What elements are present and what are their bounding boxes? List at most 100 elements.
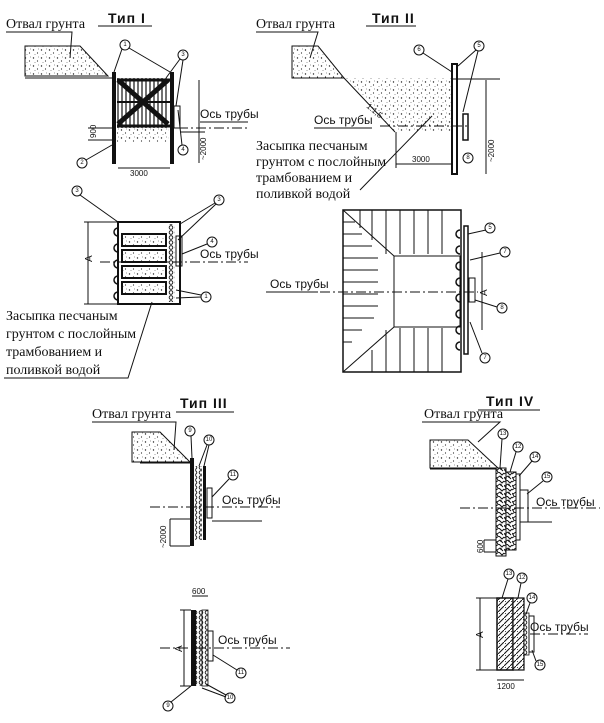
leader-line: [422, 421, 502, 443]
marker-4: 4: [177, 144, 189, 156]
pile-column: [113, 227, 119, 301]
marker-10: 10: [203, 434, 215, 446]
marker-2: 2: [76, 157, 88, 169]
svg-text:11: 11: [238, 670, 245, 676]
backfill-note-line: поливкой водой: [6, 363, 101, 378]
svg-text:10: 10: [206, 437, 213, 443]
fill-layer-12: [505, 471, 517, 551]
dim-width: 1200: [497, 682, 515, 691]
pipe-plate: [468, 277, 476, 303]
axis-label: Ось трубы: [314, 113, 373, 127]
type4-title: Тип IV: [486, 393, 534, 409]
dim-width: 3000: [412, 155, 430, 164]
dim-a: A: [174, 645, 185, 652]
marker-6: 6: [413, 44, 425, 56]
backfill-note-line: Засыпка песчаным: [256, 139, 368, 154]
marker-12: 12: [516, 572, 528, 584]
svg-text:11: 11: [230, 472, 237, 478]
pipe-plate: [207, 630, 214, 662]
type3-elevation: Тип III Отвал грунта Ось трубы ~2000 9 1…: [92, 395, 281, 548]
sheet-pile: [191, 610, 196, 686]
spoil-heap: [291, 45, 346, 79]
svg-text:9: 9: [166, 703, 170, 709]
pile-row: [523, 612, 530, 656]
backfill-note-line: трамбованием и: [256, 171, 353, 186]
marker-3: 3: [177, 49, 189, 61]
sheet-wall: [463, 225, 469, 355]
marker-9: 9: [162, 700, 174, 712]
sheet-pile: [190, 458, 194, 546]
marker-11: 11: [235, 667, 247, 679]
type1-plan: Ось трубы A 3 3 4 1 Засыпка песчаным гру…: [4, 185, 259, 379]
marker-8: 8: [496, 302, 508, 314]
marker-8: 8: [462, 152, 474, 164]
axis-label: Ось трубы: [222, 493, 281, 507]
type2-elevation: Тип II Отвал грунта 1:1,5 Ось трубы 3000…: [256, 10, 500, 202]
type3-title: Тип III: [180, 395, 228, 411]
dim-a: A: [475, 631, 486, 638]
svg-text:13: 13: [500, 431, 507, 437]
svg-text:12: 12: [515, 444, 522, 450]
marker-5: 5: [484, 222, 496, 234]
marker-4: 4: [206, 236, 218, 248]
dim-depth: 900: [89, 124, 98, 138]
type2-title: Тип II: [372, 10, 415, 26]
svg-text:12: 12: [519, 575, 526, 581]
marker-1: 1: [200, 291, 212, 303]
pipe-plate: [173, 105, 181, 129]
svg-text:7: 7: [503, 249, 507, 255]
note-leader: [359, 115, 433, 191]
svg-text:3: 3: [217, 197, 221, 203]
spoil-heap: [24, 45, 110, 77]
marker-15: 15: [534, 659, 546, 671]
marker-5: 5: [473, 40, 485, 52]
layer-14: [515, 473, 521, 541]
marker-1: 1: [119, 39, 131, 51]
marker-14: 14: [529, 451, 541, 463]
svg-text:15: 15: [537, 662, 544, 668]
backfill-zone: [344, 78, 452, 132]
svg-text:13: 13: [506, 571, 513, 577]
note-leader: [4, 301, 153, 379]
svg-text:14: 14: [532, 454, 539, 460]
sand-bed: [117, 128, 169, 142]
axis-label: Ось трубы: [200, 247, 259, 261]
svg-text:7: 7: [483, 355, 487, 361]
leader-line: [92, 421, 177, 451]
svg-text:6: 6: [417, 47, 421, 53]
wall-plate: [203, 466, 206, 540]
svg-text:1: 1: [204, 294, 208, 300]
svg-text:4: 4: [210, 239, 214, 245]
backfill-note-line: грунтом с послойным: [6, 327, 136, 342]
svg-text:2: 2: [80, 160, 84, 166]
type2-plan: Ось трубы A 5 7 8 7: [266, 209, 511, 373]
pile-row: [195, 466, 202, 540]
marker-9: 9: [184, 425, 196, 437]
marker-3: 3: [71, 185, 83, 197]
spoil-label: Отвал грунта: [256, 17, 336, 32]
backfill-note-line: поливкой водой: [256, 187, 351, 202]
marker-15: 15: [541, 471, 553, 483]
dim-depth: 600: [476, 539, 485, 553]
dim-width: 600: [192, 587, 206, 596]
spoil-label: Отвал грунта: [92, 407, 172, 422]
axis-label: Ось трубы: [530, 620, 589, 634]
svg-text:10: 10: [227, 695, 234, 701]
sheet-pile: [451, 63, 458, 175]
marker-3b: 3: [213, 194, 225, 206]
marker-13: 13: [503, 568, 515, 580]
backfill-note-line: Засыпка песчаным: [6, 309, 118, 324]
svg-text:5: 5: [477, 43, 481, 49]
dim-height: ~2000: [199, 137, 208, 160]
pipe-plate: [462, 113, 469, 141]
spoil-label: Отвал грунта: [6, 17, 86, 32]
marker-12: 12: [512, 441, 524, 453]
pile-row: [455, 229, 461, 351]
dim-height: ~2000: [159, 525, 168, 548]
spoil-heap: [131, 431, 192, 463]
spoil-heap: [429, 439, 500, 469]
type3-plan: 600 Ось трубы A 11 9 10: [160, 587, 290, 712]
marker-10: 10: [224, 692, 236, 704]
backfill-note-line: трамбованием и: [6, 345, 103, 360]
pipe-plate: [175, 235, 183, 267]
